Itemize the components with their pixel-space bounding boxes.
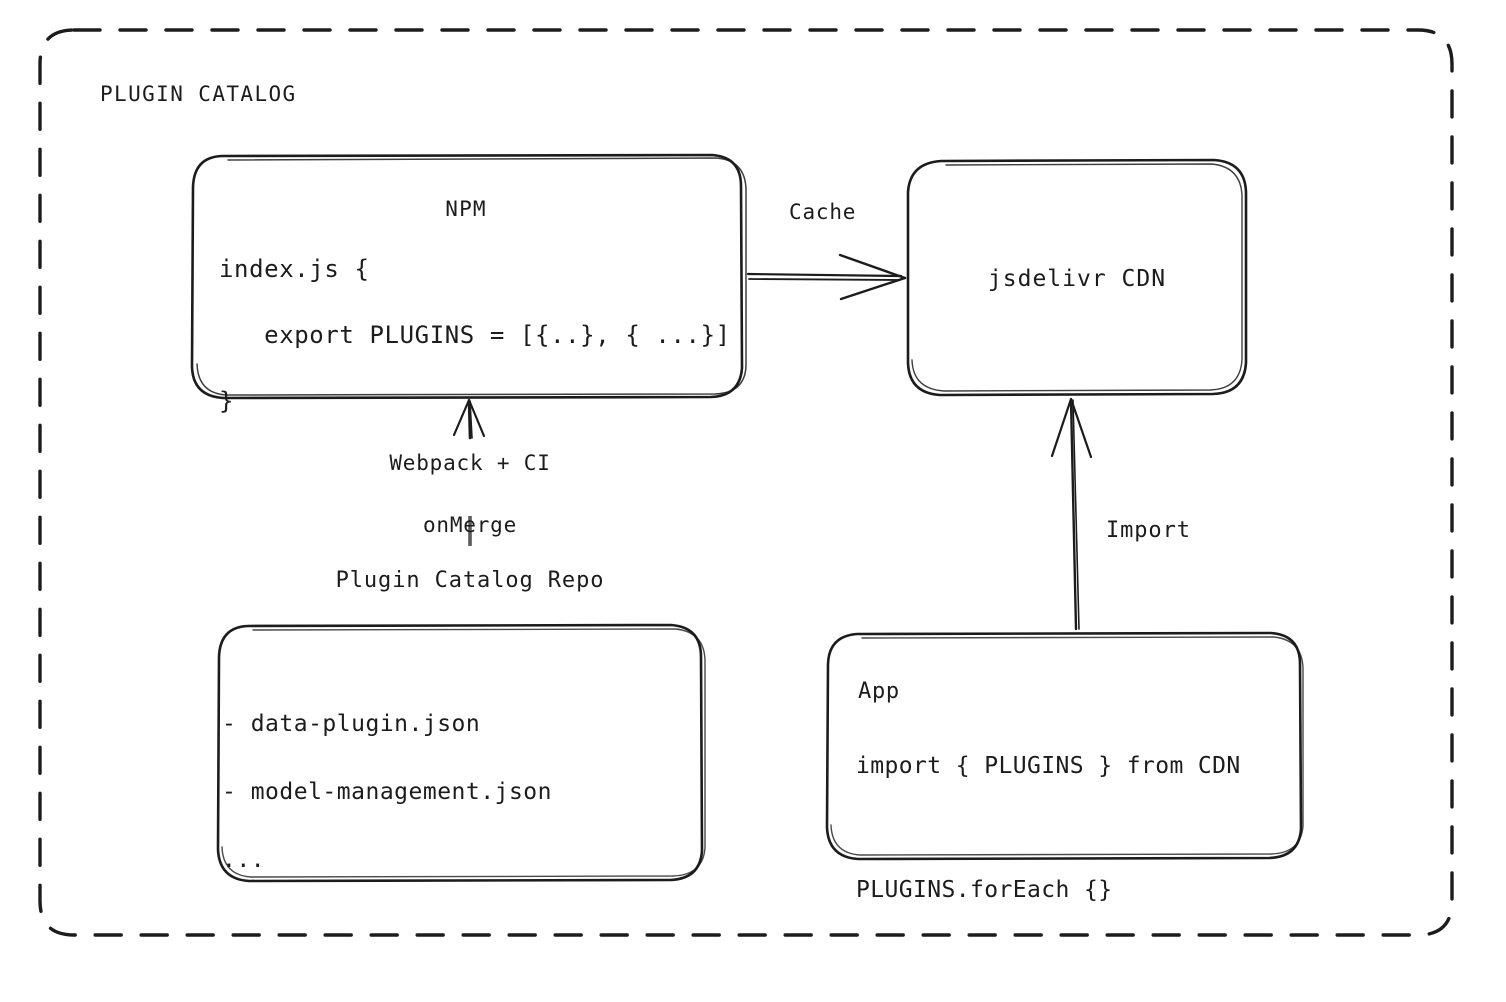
import-arrow — [1050, 397, 1093, 631]
import-edge-label: Import — [1106, 518, 1191, 543]
npm-node-title: NPM — [445, 197, 487, 221]
npm-code-block: index.js { export PLUGINS = [{..}, { ...… — [219, 253, 731, 418]
cdn-node-label: jsdelivr CDN — [987, 266, 1167, 292]
repo-file-item-2: - model-management.json — [222, 779, 552, 805]
build-edge-label-line-1: Webpack + CI — [389, 451, 551, 475]
repo-file-item-3: ... — [222, 847, 266, 873]
npm-code-line-1: index.js { — [219, 255, 370, 283]
app-code-block: import { PLUGINS } from CDN PLUGINS.forE… — [856, 735, 1241, 921]
app-node-title: App — [858, 679, 900, 704]
repo-file-item-1: - data-plugin.json — [222, 711, 481, 737]
cache-edge-label: Cache — [789, 200, 857, 224]
build-edge-label: Webpack + CI onMerge — [280, 448, 660, 541]
repo-file-list: - data-plugin.json - model-management.js… — [222, 707, 552, 877]
repo-node-caption: Plugin Catalog Repo — [335, 568, 605, 593]
cache-arrow — [746, 253, 907, 301]
cdn-node[interactable] — [908, 160, 1246, 395]
repo-node[interactable] — [218, 625, 705, 881]
build-edge-label-line-2: onMerge — [422, 513, 518, 537]
app-code-line-2: PLUGINS.forEach {} — [856, 877, 1113, 903]
app-code-line-1: import { PLUGINS } from CDN — [856, 753, 1241, 779]
npm-code-line-2: export PLUGINS = [{..}, { ...}] — [219, 321, 731, 349]
npm-code-line-3: } — [219, 387, 235, 415]
group-title: PLUGIN CATALOG — [100, 82, 297, 106]
app-node[interactable] — [827, 633, 1303, 859]
npm-node[interactable] — [192, 155, 746, 398]
